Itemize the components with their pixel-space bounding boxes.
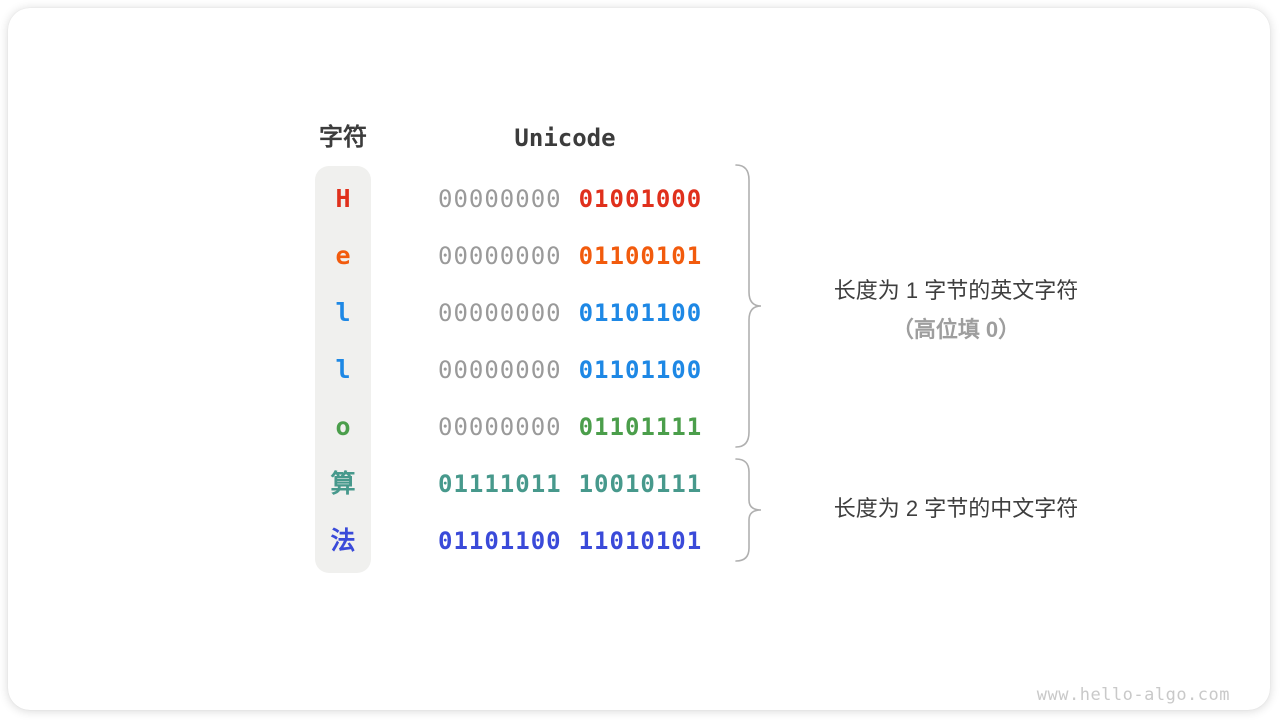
high-byte: 00000000 <box>438 299 562 327</box>
low-byte: 01101100 <box>578 356 703 384</box>
unicode-binary-cell: 00000000 01101100 <box>438 297 702 329</box>
low-byte: 01101100 <box>578 299 703 327</box>
unicode-binary-cell: 00000000 01101100 <box>438 354 702 386</box>
annotation-chinese-line1: 长度为 2 字节的中文字符 <box>833 496 1079 521</box>
low-byte: 01100101 <box>578 242 703 270</box>
low-byte: 01101111 <box>578 413 703 441</box>
char-cell: 法 <box>330 526 356 555</box>
unicode-binary-cell: 00000000 01001000 <box>438 183 702 215</box>
unicode-binary-cell: 00000000 01101111 <box>438 411 702 443</box>
annotation-english-line2: （高位填 0） <box>891 317 1021 342</box>
low-byte: 11010101 <box>578 527 703 555</box>
high-byte: 00000000 <box>438 413 562 441</box>
high-byte: 00000000 <box>438 356 562 384</box>
high-byte: 01111011 <box>438 470 562 498</box>
char-cell: 算 <box>330 469 356 498</box>
annotation-english-line1: 长度为 1 字节的英文字符 <box>833 278 1079 303</box>
unicode-binary-cell: 00000000 01100101 <box>438 240 702 272</box>
brace-chinese-group <box>735 458 762 562</box>
low-byte: 01001000 <box>578 185 703 213</box>
high-byte: 00000000 <box>438 185 562 213</box>
figure-card: 字符 Unicode H 00000000 01001000 e 00000000 011… <box>8 8 1270 710</box>
high-byte: 00000000 <box>438 242 562 270</box>
char-cell: l <box>335 298 351 327</box>
high-byte: 01101100 <box>438 527 562 555</box>
unicode-binary-cell: 01101100 11010101 <box>438 525 702 557</box>
brace-english-group <box>735 164 762 448</box>
char-column-background <box>315 166 371 573</box>
char-cell: H <box>335 184 351 213</box>
unicode-binary-cell: 01111011 10010111 <box>438 468 702 500</box>
low-byte: 10010111 <box>578 470 703 498</box>
char-cell: e <box>335 241 351 270</box>
column-header-unicode: Unicode <box>514 124 616 152</box>
column-header-char: 字符 <box>319 124 367 151</box>
char-cell: o <box>335 412 351 441</box>
char-cell: l <box>335 355 351 384</box>
watermark-url: www.hello-algo.com <box>1036 685 1230 705</box>
